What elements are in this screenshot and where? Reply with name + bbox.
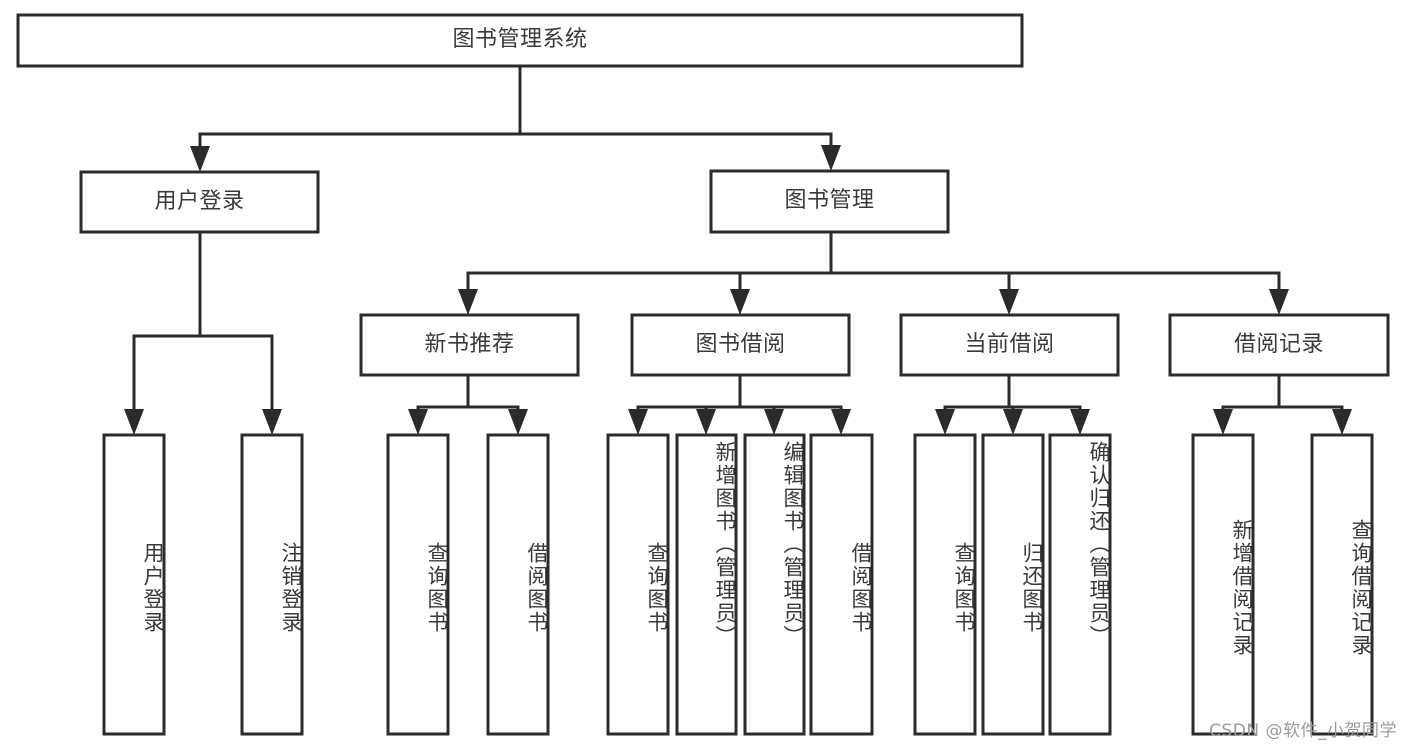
arrow-head-leaf-user-login [124, 409, 144, 435]
node-box-current-borrow[interactable] [899, 313, 1120, 377]
arrow-head-br-leaf-2 [1332, 409, 1352, 435]
connector-currentborrow-to-leaves [935, 373, 1090, 435]
node-box-leaf-bb-query-book[interactable] [606, 433, 670, 736]
arrow-head-nb-leaf-2 [508, 409, 528, 435]
node-box-new-book-recommend[interactable] [359, 313, 580, 377]
arrow-head-cb-leaf-1 [935, 409, 955, 435]
arrow-head-new-book-recommend [458, 289, 478, 315]
node-box-leaf-bb-borrow-book[interactable] [809, 433, 874, 736]
connector-borrowrecord-to-leaves [1213, 373, 1352, 435]
arrow-head-br-leaf-1 [1213, 409, 1233, 435]
node-box-user-login[interactable] [79, 170, 320, 234]
arrow-head-book-borrow [730, 289, 750, 315]
arrow-head-borrow-record [1269, 289, 1289, 315]
node-box-leaf-nb-borrow-book[interactable] [486, 433, 550, 736]
arrow-head-bb-leaf-1 [628, 409, 648, 435]
node-box-leaf-bb-edit-book[interactable] [743, 433, 806, 736]
node-box-leaf-bb-add-book[interactable] [675, 433, 738, 736]
connector-bookmanage-to-level3 [458, 230, 1289, 315]
node-box-leaf-br-query-record[interactable] [1310, 433, 1374, 736]
arrow-head-nb-leaf-1 [408, 409, 428, 435]
node-box-leaf-cb-return-book[interactable] [981, 433, 1045, 736]
node-box-leaf-cb-confirm-return[interactable] [1048, 433, 1112, 736]
connector-newbook-to-leaves [408, 373, 528, 435]
node-box-leaf-nb-query-book[interactable] [386, 433, 450, 736]
arrow-head-bb-leaf-4 [831, 409, 851, 435]
connector-bookborrow-to-leaves [628, 373, 851, 435]
node-box-book-manage[interactable] [709, 169, 950, 234]
node-box-leaf-cb-query-book[interactable] [913, 433, 977, 736]
arrow-head-book-manage [821, 145, 841, 171]
node-box-root[interactable] [16, 13, 1024, 68]
arrow-head-bb-leaf-2 [696, 409, 716, 435]
connector-userlogin-to-leaves [124, 230, 282, 435]
arrow-head-current-borrow [999, 289, 1019, 315]
arrow-head-cb-leaf-2 [1003, 409, 1023, 435]
connector-root-to-level2 [190, 64, 841, 172]
node-box-leaf-logout[interactable] [240, 433, 304, 736]
arrow-head-bb-leaf-3 [764, 409, 784, 435]
node-box-leaf-br-add-record[interactable] [1191, 433, 1255, 736]
node-box-leaf-user-login[interactable] [102, 433, 166, 736]
node-box-borrow-record[interactable] [1168, 313, 1390, 377]
arrow-head-cb-leaf-3 [1070, 409, 1090, 435]
arrow-head-leaf-logout [262, 409, 282, 435]
arrow-head-user-login [190, 146, 210, 172]
node-box-book-borrow[interactable] [630, 313, 851, 377]
